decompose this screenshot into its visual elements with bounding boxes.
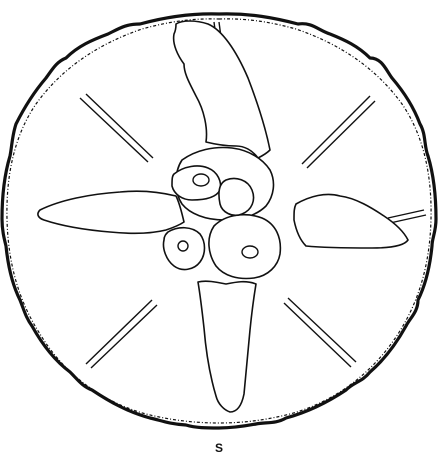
- orientation-label-s: S: [215, 441, 223, 455]
- arm-top: [174, 21, 270, 158]
- arm-right: [294, 194, 408, 248]
- arm-left: [38, 191, 184, 233]
- arm-bottom: [198, 281, 256, 412]
